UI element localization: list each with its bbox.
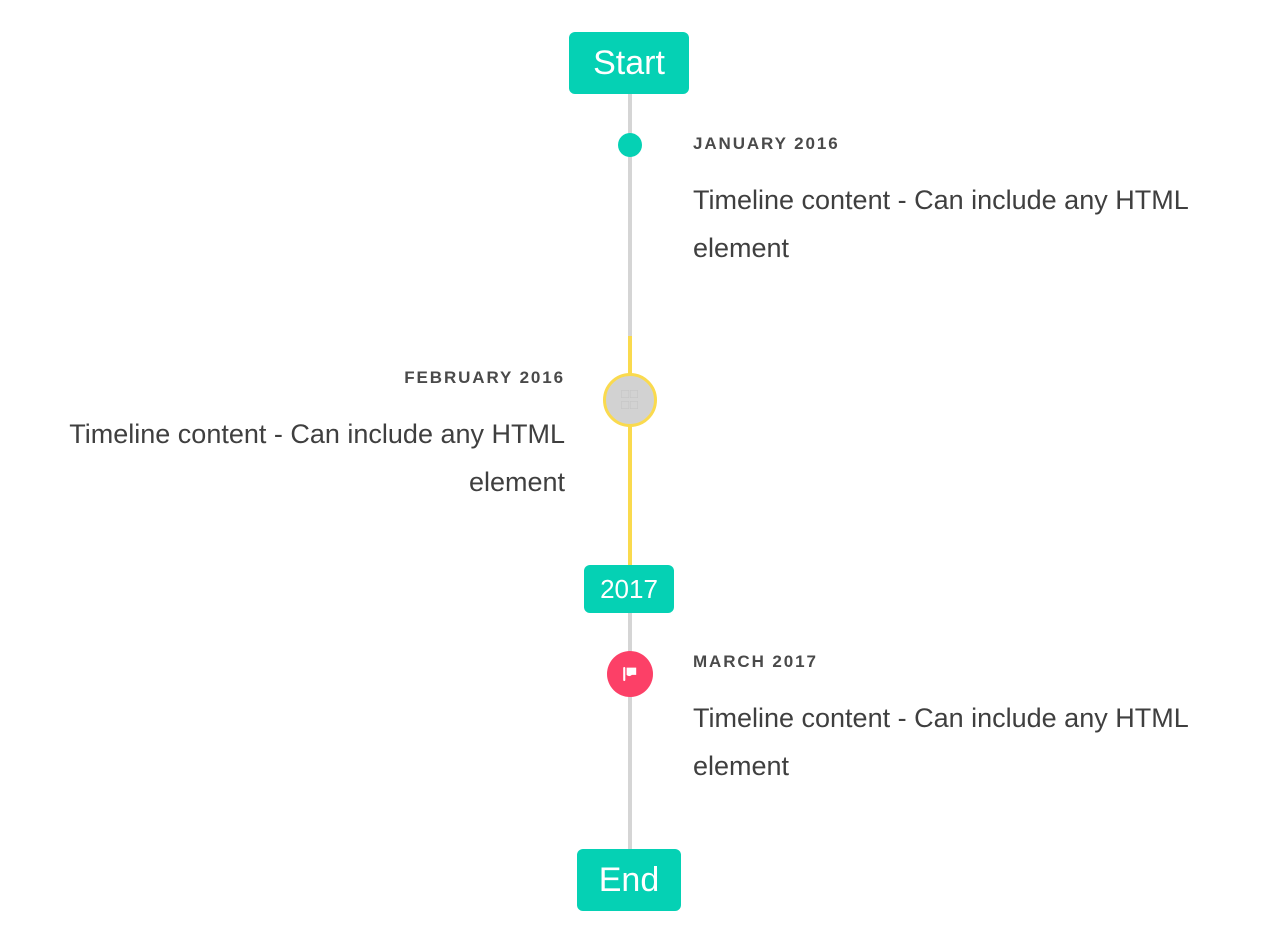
timeline-axis-segment-bottom (628, 612, 632, 852)
flag-icon[interactable] (607, 651, 653, 697)
missing-glyph-icon[interactable]: □□ □□ (603, 373, 657, 427)
timeline-start-badge[interactable]: Start (569, 32, 689, 94)
missing-glyph-icon-symbol: □□ □□ (621, 387, 639, 413)
timeline-entry-content: Timeline content - Can include any HTML … (693, 703, 1188, 781)
timeline-year-badge[interactable]: 2017 (584, 565, 674, 613)
dot-icon[interactable] (618, 133, 642, 157)
timeline-entry-content: Timeline content - Can include any HTML … (693, 185, 1188, 263)
timeline-entry-content: Timeline content - Can include any HTML … (69, 419, 565, 497)
timeline-entry-february: February 2016 Timeline content - Can inc… (25, 368, 565, 506)
timeline-entry-date: February 2016 (404, 368, 565, 387)
timeline-entry-date: January 2016 (693, 134, 840, 153)
timeline-entry-march: March 2017 Timeline content - Can includ… (693, 652, 1233, 790)
timeline-axis-segment-top (628, 94, 632, 336)
timeline-entry-date: March 2017 (693, 652, 818, 671)
timeline-entry-january: January 2016 Timeline content - Can incl… (693, 134, 1233, 272)
timeline-axis-segment-highlight (628, 336, 632, 566)
timeline-end-badge[interactable]: End (577, 849, 681, 911)
